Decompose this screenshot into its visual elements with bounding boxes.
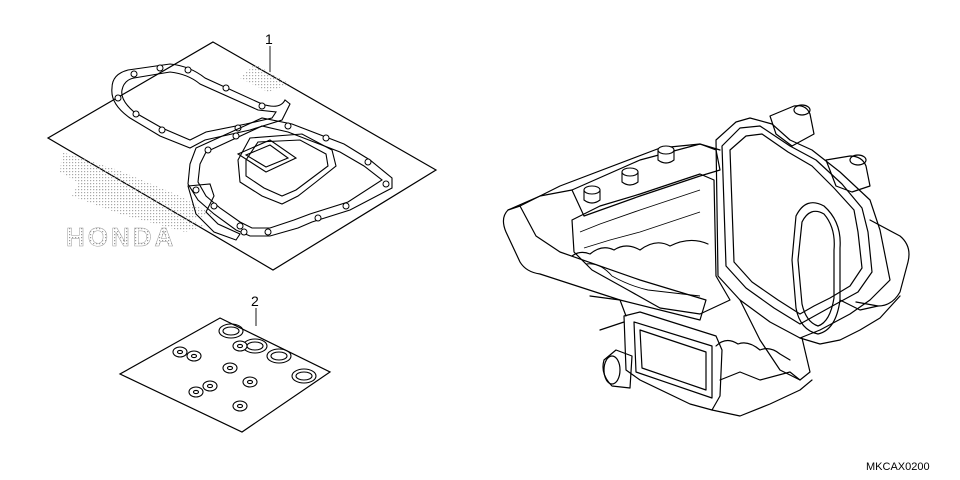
diagram-code-label: MKCAX0200	[866, 461, 930, 473]
engine-top-bolts	[583, 145, 675, 204]
engine-head	[715, 117, 891, 339]
seal-kit-b: 2	[118, 293, 332, 433]
head-gasket	[187, 117, 393, 237]
honda-wing-watermark	[60, 64, 290, 232]
engine-top-block	[571, 143, 721, 217]
gasket-bolt-holes	[114, 64, 266, 134]
plate-gasket-inner	[244, 144, 290, 168]
inner-cover-gasket-edge	[245, 139, 329, 197]
seal-sheet-2	[118, 317, 332, 433]
side-cover	[623, 311, 723, 411]
inner-cover-gasket	[237, 133, 337, 205]
plate-gasket	[236, 139, 298, 173]
engine-pipe-right	[769, 105, 815, 147]
callout-number-1: 1	[265, 31, 273, 47]
callout-number-2: 2	[251, 293, 259, 309]
small-gasket	[187, 183, 241, 241]
gasket-kit-a: HONDA 1	[46, 31, 438, 271]
head-cover-gasket-outline	[721, 125, 873, 325]
watermark-text: HONDA	[66, 222, 176, 252]
side-cover-gasket	[633, 321, 713, 399]
head-gasket-bolt-holes	[192, 122, 390, 236]
engine-cylinder-block	[571, 173, 731, 315]
small-seals	[172, 340, 258, 412]
cover-gasket	[111, 63, 291, 149]
engine-left-tube	[502, 205, 707, 321]
cover-gasket-inner	[121, 71, 277, 141]
engine-assembly	[502, 104, 910, 417]
